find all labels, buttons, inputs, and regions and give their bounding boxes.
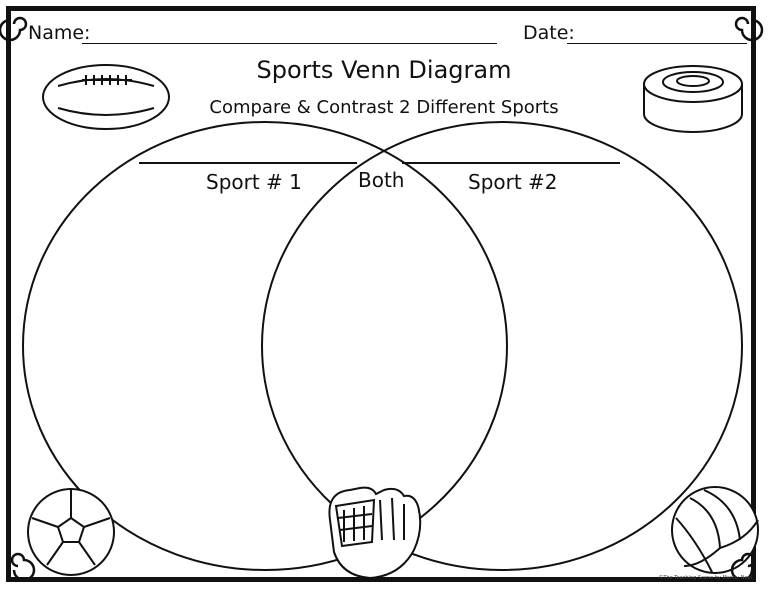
venn-circle-left xyxy=(22,121,508,571)
corner-swirl-icon xyxy=(0,16,764,582)
football-icon xyxy=(42,64,170,130)
page-subtitle: Compare & Contrast 2 Different Sports xyxy=(209,97,559,118)
soccer-ball-icon xyxy=(27,488,115,576)
volleyball-icon xyxy=(671,486,759,574)
hockey-puck-icon xyxy=(643,65,743,133)
sport-1-label: Sport # 1 xyxy=(206,170,302,194)
baseball-glove-icon xyxy=(328,486,422,580)
date-input-line[interactable] xyxy=(567,43,747,44)
date-label: Date: xyxy=(523,22,575,44)
page-title: Sports Venn Diagram xyxy=(256,56,512,84)
worksheet-frame xyxy=(6,6,756,582)
sport-2-label: Sport #2 xyxy=(468,170,558,194)
copyright-credit: ©The Teaching Scene by Mandy Neal xyxy=(658,575,752,581)
name-label: Name: xyxy=(28,22,91,44)
both-label: Both xyxy=(358,168,405,192)
venn-circle-right xyxy=(261,121,743,571)
name-input-line[interactable] xyxy=(82,43,497,44)
